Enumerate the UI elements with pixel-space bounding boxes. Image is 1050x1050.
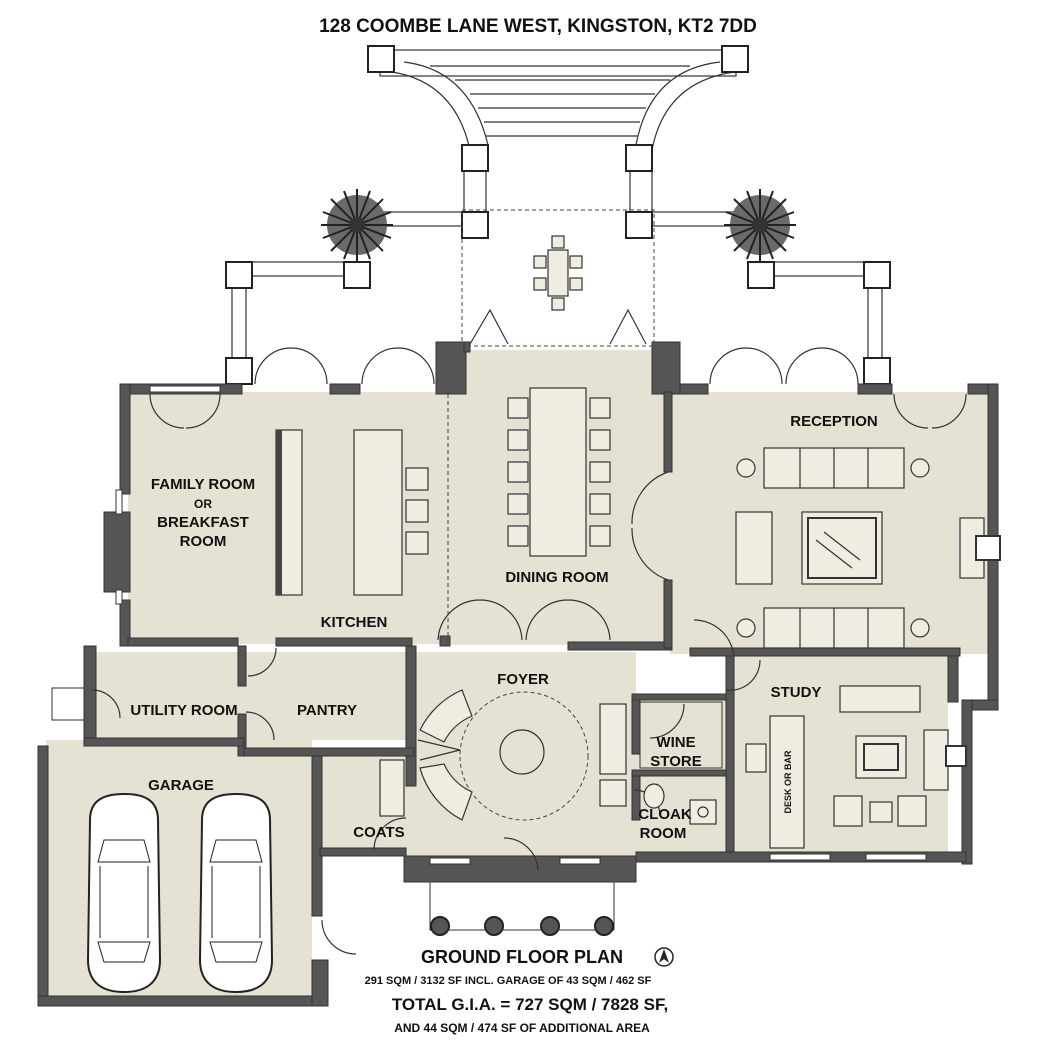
label-kitchen: KITCHEN bbox=[321, 614, 388, 631]
terrace-outline bbox=[461, 209, 655, 347]
label-wine: WINE bbox=[656, 734, 695, 751]
label-cloak: CLOAK bbox=[638, 806, 691, 823]
rear-steps bbox=[367, 45, 749, 151]
kitchen-furniture bbox=[51, 429, 429, 721]
label-breakfast-room: ROOM bbox=[180, 533, 227, 550]
total-gia: TOTAL G.I.A. = 727 SQM / 7828 SF, bbox=[392, 995, 668, 1014]
portico-columns bbox=[430, 916, 614, 936]
palm-plant-icon bbox=[321, 189, 393, 261]
cloak-fixtures bbox=[379, 701, 723, 825]
label-store: STORE bbox=[650, 753, 701, 770]
address-title: 128 COOMBE LANE WEST, KINGSTON, KT2 7DD bbox=[319, 16, 757, 37]
terrace-balustrade bbox=[225, 144, 891, 385]
car-icon bbox=[198, 792, 274, 994]
patio-doors bbox=[469, 308, 647, 345]
dining-table bbox=[507, 387, 611, 557]
label-study: STUDY bbox=[771, 684, 822, 701]
label-breakfast: BREAKFAST bbox=[157, 514, 249, 531]
reception-furniture bbox=[735, 447, 1001, 649]
plan-area: 291 SQM / 3132 SF INCL. GARAGE OF 43 SQM… bbox=[365, 975, 652, 987]
windows bbox=[115, 385, 927, 865]
north-compass-icon bbox=[654, 947, 674, 967]
plan-title: GROUND FLOOR PLAN bbox=[421, 947, 623, 967]
spiral-staircase bbox=[417, 689, 627, 931]
label-garage: GARAGE bbox=[148, 777, 214, 794]
label-desk-or-bar: DESK OR BAR bbox=[783, 750, 793, 814]
label-utility-room: UTILITY ROOM bbox=[130, 702, 237, 719]
label-family-room: FAMILY ROOM bbox=[151, 476, 255, 493]
car-icon bbox=[86, 792, 162, 994]
label-pantry: PANTRY bbox=[297, 702, 357, 719]
study-furniture bbox=[745, 685, 967, 849]
label-reception: RECEPTION bbox=[790, 413, 878, 430]
palm-plant-icon bbox=[724, 189, 796, 261]
door-swings bbox=[91, 347, 967, 955]
additional-area: AND 44 SQM / 474 SF OF ADDITIONAL AREA bbox=[394, 1021, 650, 1035]
label-family-room-or: OR bbox=[194, 497, 212, 511]
outdoor-dining-set bbox=[533, 235, 583, 311]
label-coats: COATS bbox=[353, 824, 404, 841]
label-foyer: FOYER bbox=[497, 671, 549, 688]
label-dining-room: DINING ROOM bbox=[505, 569, 608, 586]
label-cloak-room: ROOM bbox=[640, 825, 687, 842]
